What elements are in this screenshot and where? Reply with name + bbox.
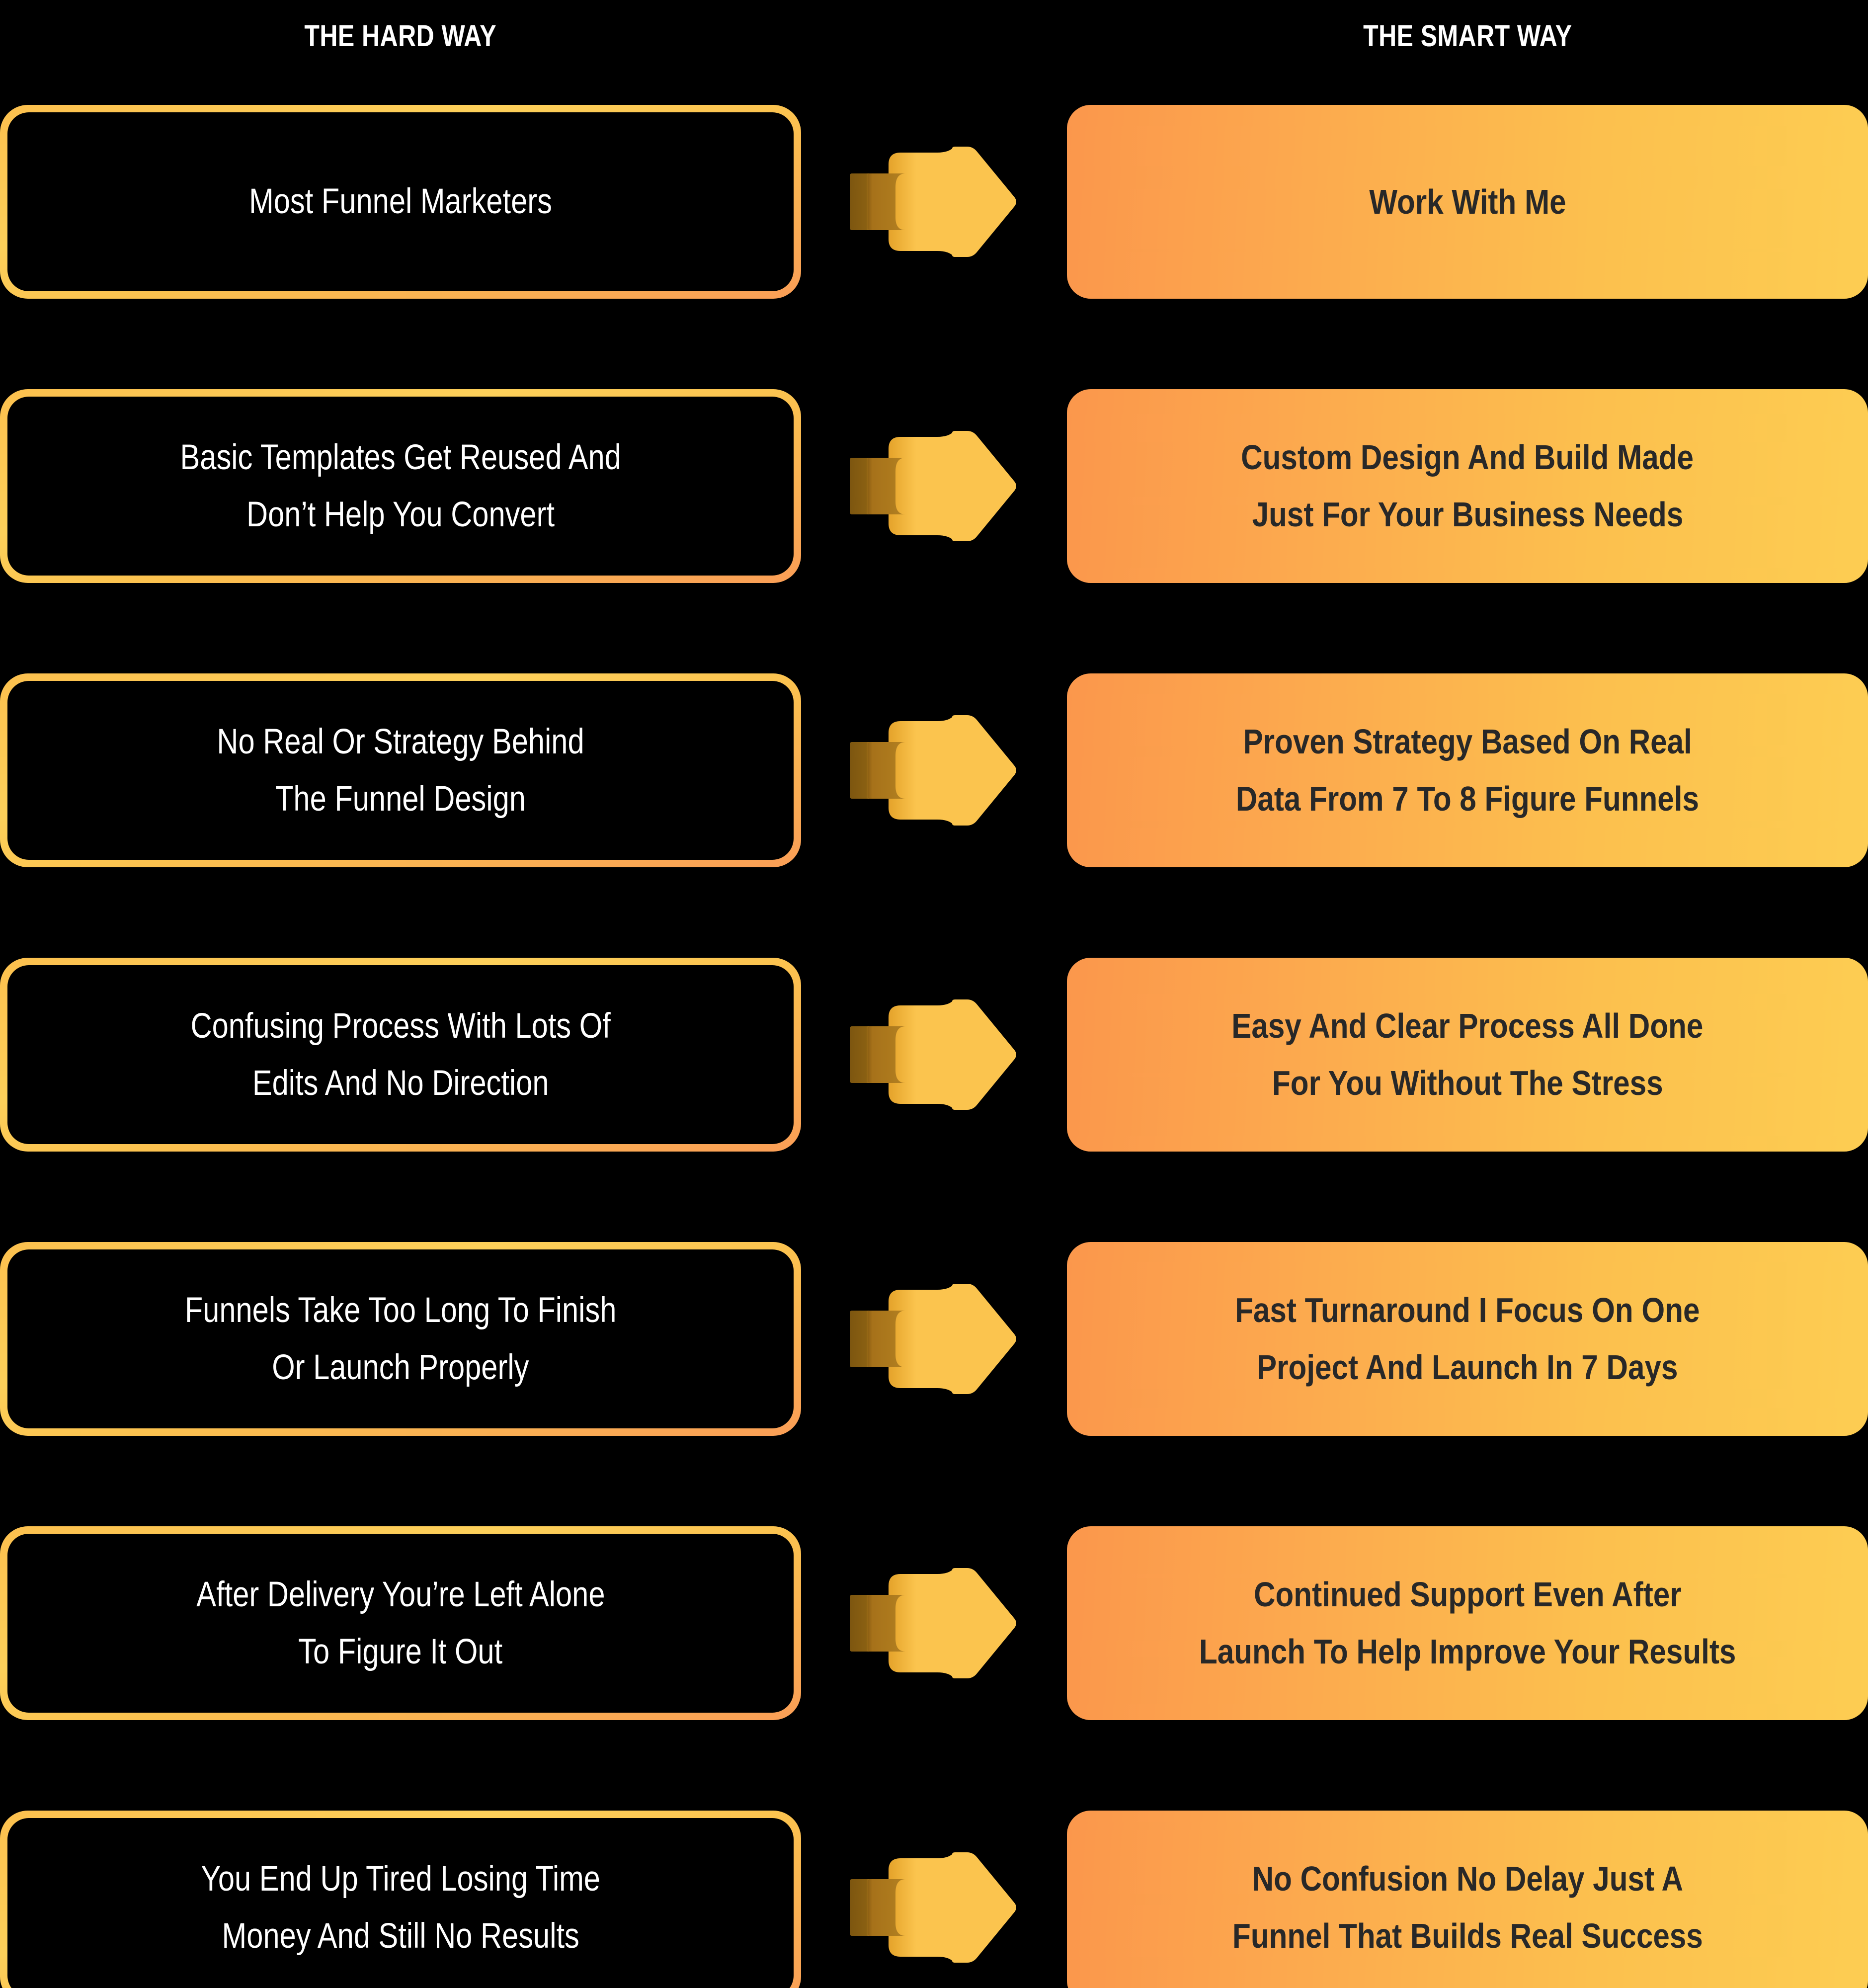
arrow-cell (801, 1242, 1067, 1436)
smart-way-text-line: Work With Me (1369, 182, 1566, 221)
smart-way-text-line: Project And Launch In 7 Days (1257, 1348, 1678, 1387)
comparison-rows: Most Funnel Marketers (0, 60, 1868, 1988)
smart-way-text-line: Funnel That Builds Real Success (1232, 1916, 1703, 1955)
smart-way-text-line: Continued Support Even After (1253, 1574, 1682, 1614)
hard-way-card-border: Funnels Take Too Long To Finish Or Launch… (0, 1242, 801, 1436)
hard-way-card[interactable]: Most Funnel Marketers (0, 105, 801, 299)
smart-way-text-line: No Confusion No Delay Just A (1252, 1859, 1683, 1898)
arrow-cell (801, 1526, 1067, 1720)
smart-way-text-line: Data From 7 To 8 Figure Funnels (1235, 779, 1700, 818)
smart-way-text-line: Custom Design And Build Made (1241, 437, 1694, 477)
smart-way-text-line: Just For Your Business Needs (1252, 495, 1683, 534)
hard-way-text-line: To Figure It Out (298, 1632, 503, 1671)
comparison-row: After Delivery You’re Left Alone To Figur… (0, 1481, 1868, 1765)
hard-way-text-line: Don’t Help You Convert (246, 495, 555, 534)
arrow-right-icon (849, 999, 1016, 1110)
hard-way-text-line: Edits And No Direction (252, 1064, 549, 1103)
hard-way-text-line: After Delivery You’re Left Alone (196, 1574, 605, 1614)
arrow-right-icon (849, 431, 1016, 541)
hard-way-card-body: After Delivery You’re Left Alone To Figur… (7, 1534, 794, 1713)
smart-way-text-line: Launch To Help Improve Your Results (1199, 1632, 1736, 1671)
arrow-right-icon (849, 1852, 1016, 1963)
hard-way-card-body: Confusing Process With Lots Of Edits And … (7, 965, 794, 1144)
hard-way-card-border: After Delivery You’re Left Alone To Figur… (0, 1526, 801, 1720)
arrow-cell (801, 1811, 1067, 1988)
hard-way-text-line: Money And Still No Results (222, 1916, 579, 1956)
hard-way-text-line: Basic Templates Get Reused And (180, 437, 621, 477)
hard-way-text-line: Or Launch Properly (272, 1348, 529, 1387)
smart-way-text-line: For You Without The Stress (1272, 1064, 1663, 1102)
arrow-right-icon (849, 715, 1016, 826)
hard-way-card-body: Most Funnel Marketers (7, 112, 794, 291)
arrow-cell (801, 958, 1067, 1152)
hard-way-text-line: You End Up Tired Losing Time (201, 1859, 600, 1899)
comparison-row: Confusing Process With Lots Of Edits And … (0, 912, 1868, 1197)
smart-way-card[interactable]: No Confusion No Delay Just A Funnel That … (1067, 1811, 1868, 1988)
hard-way-title: THE HARD WAY (304, 19, 497, 53)
hard-way-card-body: Funnels Take Too Long To Finish Or Launch… (7, 1249, 794, 1428)
hard-way-text-line: No Real Or Strategy Behind (217, 722, 584, 761)
smart-way-text-line: Easy And Clear Process All Done (1231, 1006, 1704, 1045)
arrow-right-icon (849, 1568, 1016, 1678)
hard-way-card[interactable]: Confusing Process With Lots Of Edits And … (0, 958, 801, 1152)
arrow-right-icon (849, 1284, 1016, 1394)
arrow-right-icon (849, 147, 1016, 257)
column-headers: THE HARD WAY THE SMART WAY (0, 0, 1868, 60)
hard-way-card[interactable]: Funnels Take Too Long To Finish Or Launch… (0, 1242, 801, 1436)
column-header-smart-way: THE SMART WAY (1067, 0, 1868, 60)
hard-way-text-line: The Funnel Design (275, 779, 526, 819)
hard-way-text-line: Most Funnel Marketers (249, 182, 552, 222)
hard-way-card-border: Most Funnel Marketers (0, 105, 801, 299)
smart-way-text-line: Fast Turnaround I Focus On One (1235, 1290, 1700, 1329)
hard-way-text-line: Funnels Take Too Long To Finish (184, 1290, 617, 1330)
arrow-cell (801, 673, 1067, 867)
arrow-cell (801, 105, 1067, 299)
smart-way-card[interactable]: Work With Me (1067, 105, 1868, 299)
comparison-row: Most Funnel Marketers (0, 60, 1868, 344)
column-header-spacer (801, 0, 1067, 60)
comparison-row: Funnels Take Too Long To Finish Or Launch… (0, 1197, 1868, 1481)
column-header-hard-way: THE HARD WAY (0, 0, 801, 60)
smart-way-title: THE SMART WAY (1363, 19, 1572, 53)
hard-way-card[interactable]: After Delivery You’re Left Alone To Figur… (0, 1526, 801, 1720)
hard-way-text-line: Confusing Process With Lots Of (190, 1006, 611, 1046)
smart-way-text-line: Proven Strategy Based On Real (1243, 722, 1692, 761)
arrow-cell (801, 389, 1067, 583)
hard-way-card-border: Confusing Process With Lots Of Edits And … (0, 958, 801, 1152)
